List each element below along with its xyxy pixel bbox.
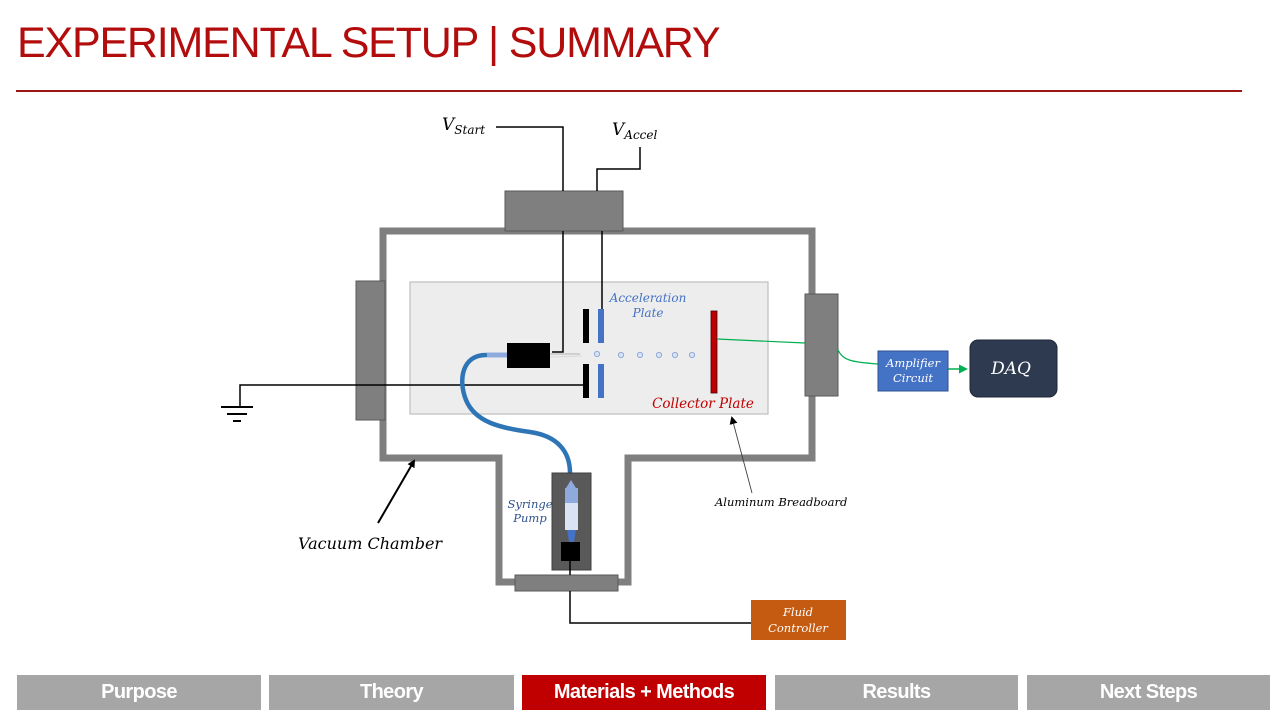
tab-results[interactable]: Results (775, 675, 1018, 710)
droplet-stream (593, 350, 696, 359)
v-start-label: VStart (442, 115, 485, 137)
acceleration-plate-label-1: Acceleration (609, 291, 687, 305)
acceleration-plate-top (598, 309, 604, 343)
amplifier-label-2: Circuit (893, 371, 933, 385)
v-start-wire-inner (552, 231, 564, 353)
syringe-barrel (565, 503, 578, 530)
extractor-plate-top (583, 309, 589, 343)
experimental-setup-diagram: Amplifier Circuit DAQ Fluid Controller V… (221, 115, 1058, 640)
droplet (671, 351, 679, 359)
syringe-flow (567, 530, 576, 542)
tab-next-steps[interactable]: Next Steps (1027, 675, 1270, 710)
droplet (655, 351, 663, 359)
syringe-barrel-top (565, 488, 578, 503)
right-feedthrough (804, 293, 839, 397)
fluid-controller-label-2: Controller (768, 621, 829, 635)
v-accel-label: VAccel (612, 120, 657, 142)
slide-title: EXPERIMENTAL SETUP | SUMMARY (17, 19, 721, 67)
amplifier-circuit (877, 350, 949, 392)
emitter-needle-2 (549, 355, 583, 358)
feed-tubing (460, 352, 573, 476)
emitter-block (507, 343, 550, 368)
acceleration-plate-bottom (598, 364, 604, 398)
extractor-plate-bottom (583, 364, 589, 398)
bottom-feedthrough (514, 574, 619, 592)
droplet (636, 351, 644, 359)
droplet (688, 351, 696, 359)
breadboard-arrow (729, 416, 753, 494)
acceleration-plate-label-2: Plate (632, 306, 664, 320)
syringe-pump-label-2: Pump (512, 511, 547, 525)
syringe-tip (566, 480, 576, 488)
collector-plate-label: Collector Plate (652, 396, 754, 412)
tab-purpose[interactable]: Purpose (17, 675, 261, 710)
aluminum-breadboard-label: Aluminum Breadboard (714, 495, 847, 509)
daq-label: DAQ (990, 359, 1031, 379)
v-accel-wire (596, 147, 641, 191)
section-nav: Purpose Theory Materials + Methods Resul… (0, 675, 1280, 710)
amplifier-label-1: Amplifier (885, 356, 941, 370)
fluid-controller-wire (569, 591, 751, 624)
syringe-pump-label-1: Syringe (507, 497, 552, 511)
left-feedthrough (355, 280, 386, 421)
ground-wire (239, 384, 583, 406)
fluid-controller (751, 600, 846, 640)
collector-plate (710, 310, 718, 394)
daq-box (969, 339, 1058, 398)
fluid-controller-label-1: Fluid (782, 605, 813, 619)
droplet (617, 351, 625, 359)
v-start-wire (496, 126, 564, 191)
tab-theory[interactable]: Theory (269, 675, 514, 710)
vacuum-chamber-label: Vacuum Chamber (298, 534, 443, 553)
title-underline (16, 90, 1242, 92)
tab-materials-methods[interactable]: Materials + Methods (522, 675, 766, 710)
top-feedthrough (504, 190, 624, 232)
droplet (593, 350, 601, 358)
syringe-plunger (561, 542, 580, 561)
vacuum-chamber-arrow (377, 459, 416, 524)
signal-line (716, 338, 879, 365)
